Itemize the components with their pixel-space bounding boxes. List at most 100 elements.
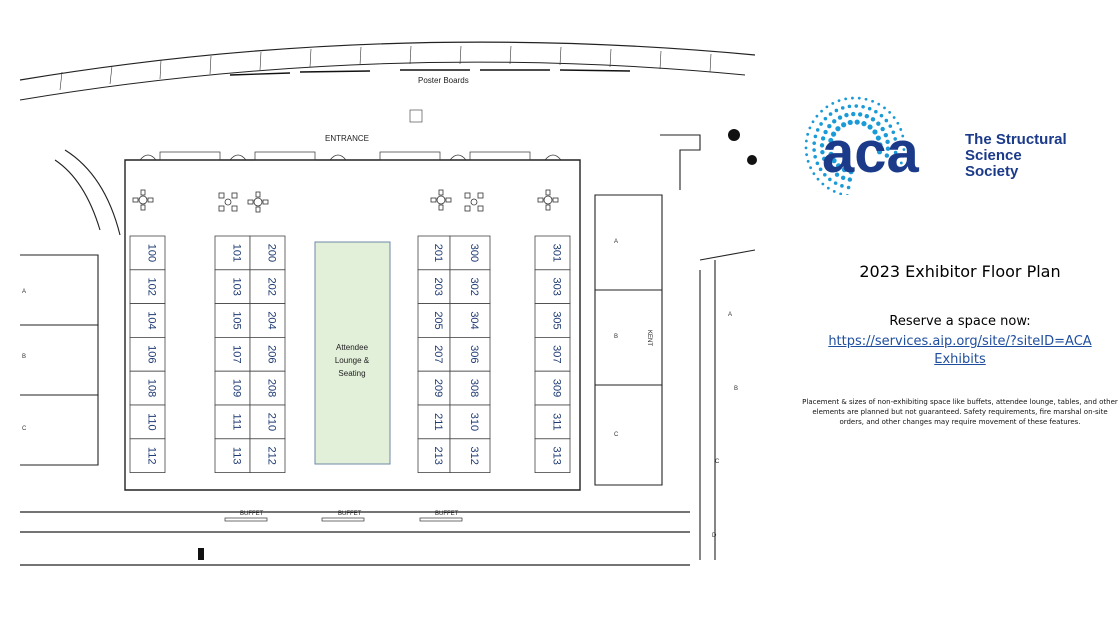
booth-102[interactable] xyxy=(129,269,166,304)
lounge-label-line1: Attendee xyxy=(336,343,369,352)
booth-306[interactable] xyxy=(449,336,491,372)
booth-number: 105 xyxy=(231,311,243,329)
logo-dot xyxy=(901,134,905,138)
booth-202[interactable] xyxy=(249,269,286,304)
booth-number: 101 xyxy=(231,244,243,262)
booth-302[interactable] xyxy=(449,269,491,304)
booth-304[interactable] xyxy=(449,303,491,338)
logo-dot xyxy=(867,124,873,130)
logo-dot xyxy=(857,112,863,117)
logo-dot xyxy=(841,167,848,173)
reserve-link-line2[interactable]: Exhibits xyxy=(934,352,986,367)
logo-dot xyxy=(834,108,839,113)
booth-307[interactable] xyxy=(534,336,571,372)
logo-dot xyxy=(818,167,823,172)
logo-dot xyxy=(893,150,898,155)
logo-dot xyxy=(902,148,906,151)
logo-dot xyxy=(806,132,810,136)
lounge-label-line2: Lounge & xyxy=(335,356,370,365)
booth-number: 300 xyxy=(468,244,480,262)
logo-dot xyxy=(901,154,905,158)
logo-dot xyxy=(857,96,861,100)
logo-dot xyxy=(835,126,841,132)
logo-dot xyxy=(820,136,826,141)
booth-number: 100 xyxy=(146,244,158,262)
reserve-link-line1[interactable]: https://services.aip.org/site/?siteID=AC… xyxy=(828,334,1092,349)
booth-number: 109 xyxy=(231,379,243,397)
booth-number: 308 xyxy=(468,379,480,397)
booth-number: 302 xyxy=(468,278,480,296)
booth-312[interactable] xyxy=(449,438,491,473)
logo-dot xyxy=(896,121,900,125)
logo-dot xyxy=(809,166,812,170)
booth-number: 111 xyxy=(231,414,243,431)
booth-112[interactable] xyxy=(129,438,166,473)
logo-dot xyxy=(815,114,819,118)
poster-board-lines xyxy=(229,69,631,76)
logo-dot xyxy=(888,124,893,128)
booth-number: 210 xyxy=(266,413,278,431)
logo-dot xyxy=(854,119,860,125)
logo-dot xyxy=(828,112,833,116)
logo-dot xyxy=(891,130,896,135)
booth-200[interactable] xyxy=(249,235,286,271)
logo-dot xyxy=(804,146,808,150)
booth-104[interactable] xyxy=(129,303,166,338)
booth-309[interactable] xyxy=(534,370,571,406)
logo-dot xyxy=(830,131,837,137)
logo-dot xyxy=(831,158,837,164)
logo-dot xyxy=(884,153,890,158)
logo-dot xyxy=(877,102,881,106)
logo-dot xyxy=(899,161,903,165)
left-room-a: A xyxy=(22,289,26,295)
logo-dot xyxy=(845,193,849,195)
logo-dot xyxy=(864,113,870,119)
booth-108[interactable] xyxy=(129,370,166,406)
logo-dot xyxy=(847,119,853,126)
booth-301[interactable] xyxy=(534,235,571,271)
booth-103[interactable] xyxy=(214,269,251,304)
logo-dot xyxy=(875,135,881,141)
booth-212[interactable] xyxy=(249,438,286,473)
booth-113[interactable] xyxy=(214,438,251,473)
booth-105[interactable] xyxy=(214,303,251,338)
logo-dot xyxy=(813,154,817,159)
booth-107[interactable] xyxy=(214,336,251,372)
logo-dot xyxy=(821,156,827,162)
booth-206[interactable] xyxy=(249,336,286,372)
booth-308[interactable] xyxy=(449,370,491,406)
logo-line-1: The Structural xyxy=(965,131,1067,148)
booth-207[interactable] xyxy=(417,336,451,372)
logo-dot xyxy=(892,157,896,162)
right-room-c: C xyxy=(614,432,619,438)
logo-dot xyxy=(833,181,838,185)
booth-300[interactable] xyxy=(449,235,491,271)
logo-dot xyxy=(823,172,827,177)
booth-number: 102 xyxy=(146,278,158,296)
booth-313[interactable] xyxy=(534,438,571,473)
booth-101[interactable] xyxy=(214,235,251,271)
booth-number: 203 xyxy=(432,278,444,296)
logo-dot xyxy=(837,115,843,120)
logo-dot xyxy=(870,117,876,122)
logo-dot xyxy=(861,105,865,109)
left-room-b: B xyxy=(22,354,26,360)
logo-dot xyxy=(861,121,867,127)
logo-dot xyxy=(883,132,889,138)
booth-110[interactable] xyxy=(129,404,166,440)
right-room-a: A xyxy=(614,239,618,245)
booth-100[interactable] xyxy=(129,235,166,271)
booth-311[interactable] xyxy=(534,404,571,440)
logo-dot xyxy=(851,96,854,100)
reserve-link[interactable]: https://services.aip.org/site/?siteID=AC… xyxy=(800,333,1120,369)
booth-305[interactable] xyxy=(534,303,571,338)
booth-number: 207 xyxy=(432,345,444,363)
attendee-lounge-area xyxy=(314,241,391,465)
buffet-label-3: BUFFET xyxy=(435,511,459,517)
logo-dot xyxy=(826,186,830,190)
booth-106[interactable] xyxy=(129,336,166,372)
booth-210[interactable] xyxy=(249,404,286,440)
logo-dot xyxy=(804,139,808,143)
far-right-room-c: C xyxy=(715,459,720,465)
logo-dot xyxy=(840,106,845,110)
